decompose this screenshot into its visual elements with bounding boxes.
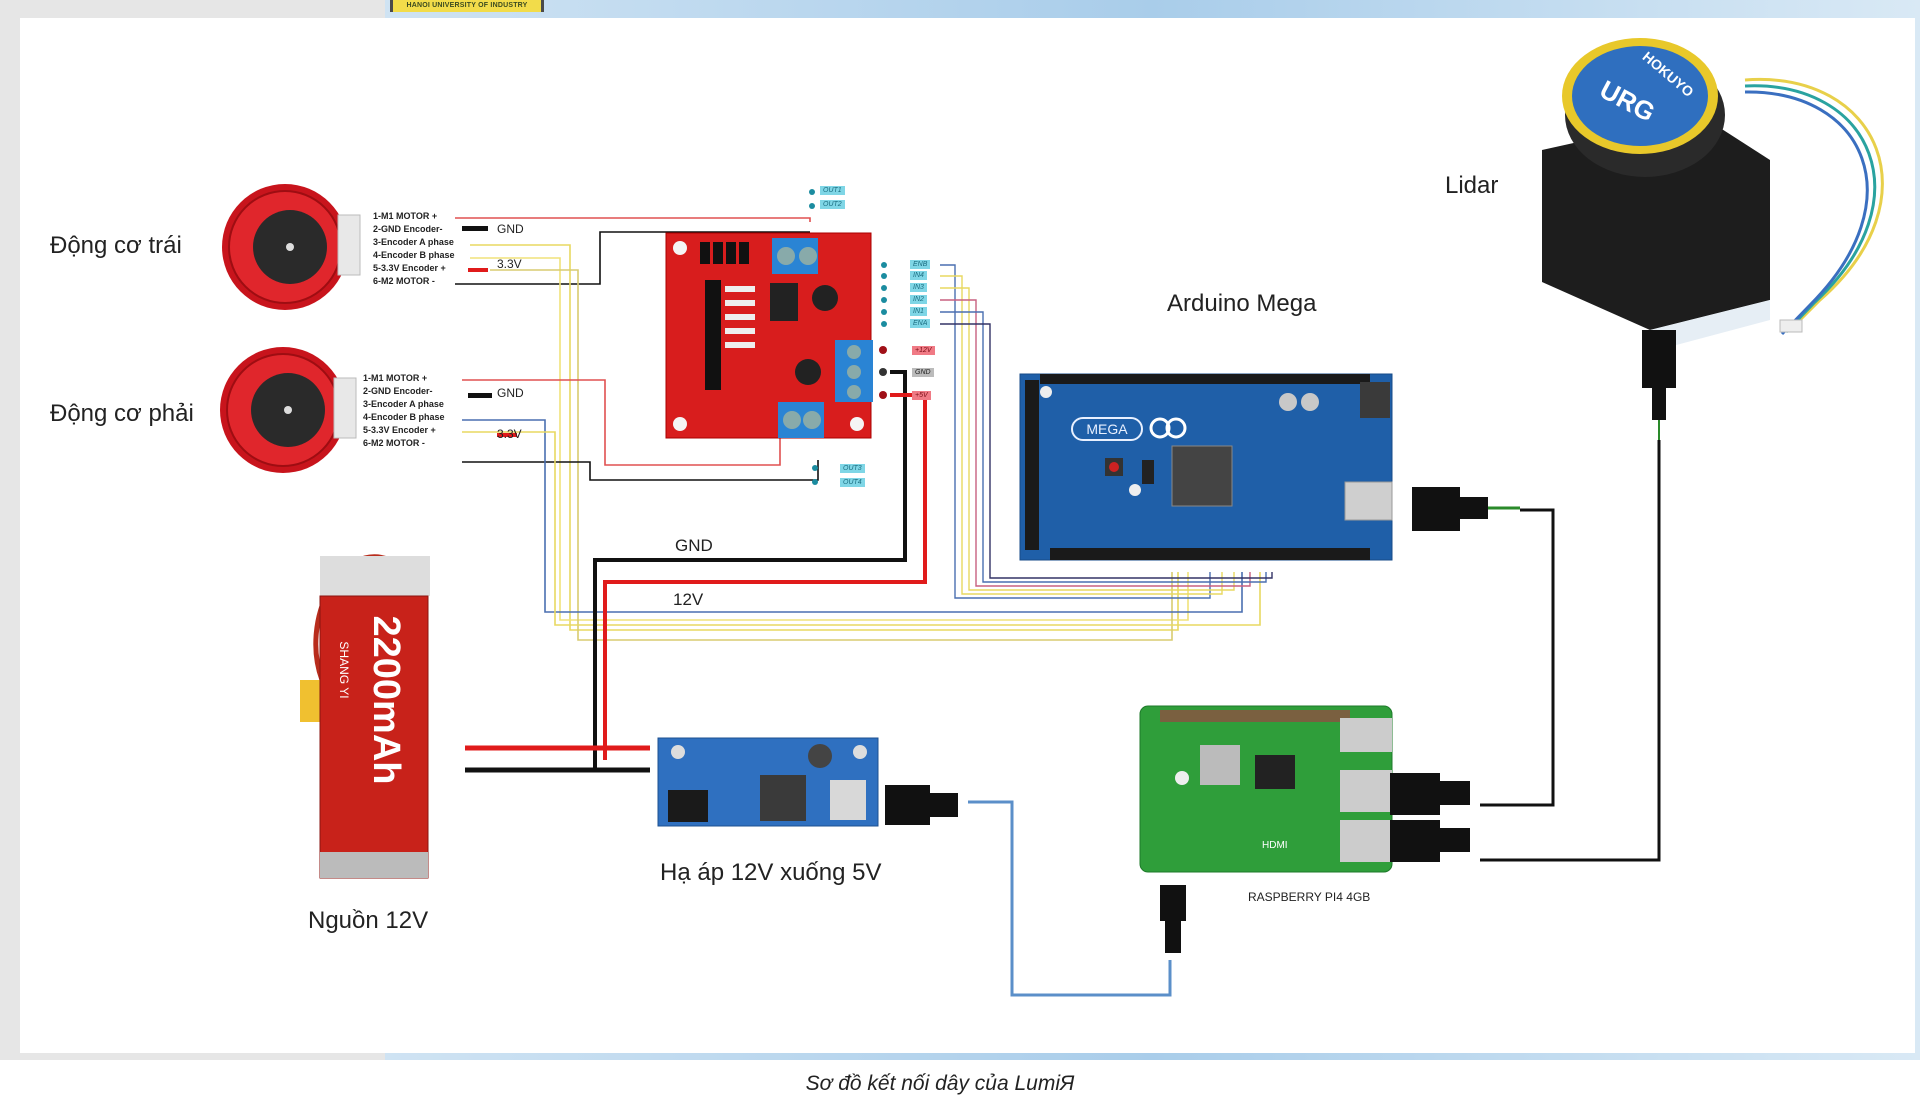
arduino-mega-board: MEGA <box>1019 373 1393 561</box>
driver-out2-tag: OUT2 <box>820 200 845 209</box>
wiring-diagram-canvas: MEGA URG HOKUYO <box>20 18 1915 1053</box>
motor-left-wires <box>455 217 1189 641</box>
usb-wires <box>885 440 1661 997</box>
motor-right-vcc-label: 3.3V <box>497 427 522 441</box>
driver-in2-tag: IN2 <box>910 295 927 304</box>
motor-left-pin: 4-Encoder B phase <box>373 250 455 260</box>
motor-right-label: Động cơ phải <box>50 400 194 427</box>
driver-in1-tag: IN1 <box>910 307 927 316</box>
motor-left-vcc-label: 3.3V <box>497 257 522 271</box>
motor-right-pin: 6-M2 MOTOR - <box>363 438 425 448</box>
arduino-label: Arduino Mega <box>1167 290 1317 317</box>
motor-left-pin: 5-3.3V Encoder + <box>373 263 446 273</box>
motor-left-pin: 2-GND Encoder- <box>373 224 443 234</box>
buck-converter-image <box>657 737 879 827</box>
12v-wire-label: 12V <box>673 590 704 609</box>
motor-right-wires <box>462 379 1261 626</box>
motor-right-pin: 1-M1 MOTOR + <box>363 373 428 383</box>
university-banner: HANOI UNIVERSITY OF INDUSTRY <box>390 0 544 12</box>
motor-right-pin: 3-Encoder A phase <box>363 399 444 409</box>
buck-converter-label: Hạ áp 12V xuống 5V <box>660 859 882 886</box>
lidar-label: Lidar <box>1445 172 1499 199</box>
driver-out3-tag: OUT3 <box>840 464 865 473</box>
motor-right-image <box>220 347 357 473</box>
motor-right-pin: 5-3.3V Encoder + <box>363 425 436 435</box>
motor-left-pin: 6-M2 MOTOR - <box>373 276 435 286</box>
driver-input-pins <box>881 262 887 327</box>
battery-label: Nguồn 12V <box>308 907 429 934</box>
driver-out4-tag: OUT4 <box>840 478 865 487</box>
driver-in4-tag: IN4 <box>910 271 927 280</box>
driver-in3-tag: IN3 <box>910 283 927 292</box>
figure-caption: Sơ đồ kết nối dây của LumiЯ <box>805 1072 1075 1095</box>
raspberry-pi-board: HDMI <box>1139 705 1470 873</box>
motor-right-pin: 2-GND Encoder- <box>363 386 433 396</box>
wiring-diagram-svg: MEGA URG HOKUYO <box>220 38 1884 997</box>
svg-text:HDMI: HDMI <box>1262 840 1288 851</box>
battery-brand-text: SHANG YI <box>337 641 351 698</box>
motor-right-gnd-label: GND <box>497 386 524 400</box>
motor-driver-board <box>665 189 887 485</box>
motor-left-label: Động cơ trái <box>50 232 182 259</box>
battery-image: 2200mAh SHANG YI <box>300 554 430 879</box>
motor-left-gnd-label: GND <box>497 222 524 236</box>
arduino-board-text: MEGA <box>1086 421 1128 437</box>
driver-ena-tag: ENA <box>910 319 931 328</box>
driver-gnd-tag: GND <box>912 368 934 377</box>
motor-left-pin: 3-Encoder A phase <box>373 237 454 247</box>
driver-5v-tag: +5V <box>912 391 931 400</box>
raspberry-pi-label: RASPBERRY PI4 4GB <box>1248 890 1371 904</box>
driver-enb-tag: ENB <box>910 260 931 269</box>
lidar-image: URG HOKUYO <box>1542 38 1884 460</box>
driver-to-arduino-wires <box>940 264 1273 599</box>
motor-right-pin: 4-Encoder B phase <box>363 412 445 422</box>
gnd-wire-label: GND <box>675 536 713 555</box>
motor-left-pin: 1-M1 MOTOR + <box>373 211 438 221</box>
motor-left-image <box>222 184 361 310</box>
driver-12v-tag: +12V <box>912 346 935 355</box>
driver-out1-tag: OUT1 <box>820 186 845 195</box>
battery-capacity-text: 2200mAh <box>365 616 407 785</box>
